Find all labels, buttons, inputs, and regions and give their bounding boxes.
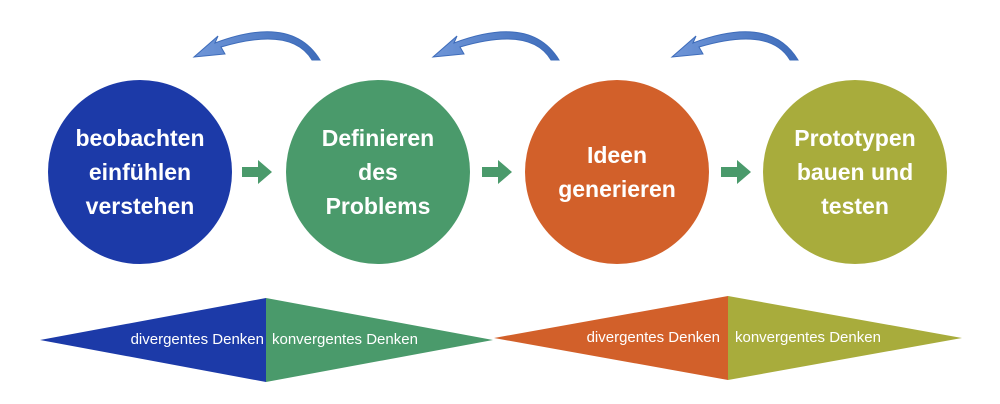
stage-4-line-2: bauen und	[796, 159, 914, 185]
stage-2-line-3: Problems	[325, 193, 431, 219]
stage-2-line-1: Definieren	[321, 125, 435, 151]
phase-2-convergent-label: konvergentes Denken	[735, 329, 881, 346]
phase-2-convergent-shape	[728, 296, 962, 380]
phase-1-divergent-label: divergentes Denken	[130, 331, 264, 348]
stage-3-line-2: generieren	[558, 176, 676, 202]
stage-1-line-1: beobachten	[75, 125, 205, 151]
stage-2-line-2: des	[358, 159, 398, 185]
phase-2-divergent-shape	[494, 296, 728, 380]
phase-1-convergent-shape	[266, 298, 493, 382]
phase-1-convergent-label: konvergentes Denken	[272, 331, 418, 348]
connector-arrow-2	[482, 160, 512, 184]
stage-circle-2	[286, 80, 470, 264]
stage-label-4: Prototypen bauen und testen	[763, 80, 947, 264]
stage-1-line-3: verstehen	[85, 193, 195, 219]
return-arrow-3	[670, 31, 799, 61]
stage-3-line-1: Ideen	[586, 142, 648, 168]
stage-label-3: Ideen generieren	[525, 80, 709, 264]
stage-circle-1	[48, 80, 232, 264]
stage-4-line-1: Prototypen	[794, 125, 916, 151]
connector-arrow-1	[242, 160, 272, 184]
stage-label-2: Definieren des Problems	[286, 80, 470, 264]
return-arrow-2	[431, 31, 560, 61]
phase-1-divergent-shape	[40, 298, 266, 382]
stage-4-line-3: testen	[821, 193, 889, 219]
stage-circle-4	[763, 80, 947, 264]
stage-1-line-2: einfühlen	[88, 159, 192, 185]
stage-label-1: beobachten einfühlen verstehen	[48, 80, 232, 264]
connector-arrow-3	[721, 160, 751, 184]
stage-circle-3	[525, 80, 709, 264]
phase-2-divergent-label: divergentes Denken	[586, 329, 720, 346]
return-arrow-1	[192, 31, 321, 61]
